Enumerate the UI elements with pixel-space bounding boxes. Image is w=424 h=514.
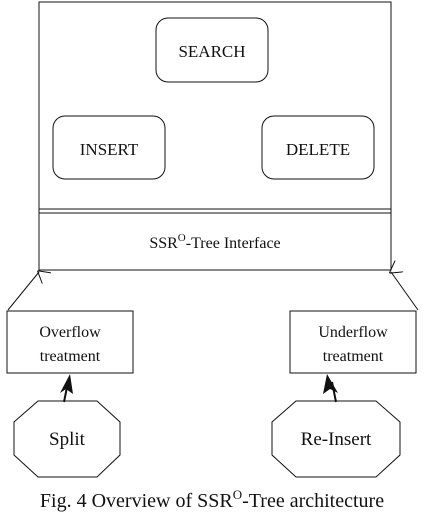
search-operation-label: SEARCH xyxy=(178,42,245,61)
interface-name: SSR xyxy=(149,235,178,252)
overflow-treatment-line2: treatment xyxy=(40,348,101,365)
underflow-to-interface-arrow xyxy=(391,272,419,311)
split-to-overflow-arrowhead xyxy=(60,374,73,394)
overflow-treatment-box xyxy=(6,310,134,374)
underflow-treatment-line2: treatment xyxy=(323,348,384,365)
underflow-treatment-line1: Underflow xyxy=(318,324,388,341)
split-label: Split xyxy=(49,429,86,450)
interface-label: SSRO-Tree Interface xyxy=(149,232,280,252)
insert-operation-box xyxy=(52,115,166,180)
overflow-to-interface-arrow xyxy=(7,272,39,311)
reinsert-label: Re-Insert xyxy=(301,429,372,450)
caption-suffix: -Tree architecture xyxy=(242,490,384,512)
search-operation-box xyxy=(155,17,269,83)
insert-operation-label: INSERT xyxy=(80,140,139,159)
figure-caption: Fig. 4 Overview of SSRO-Tree architectur… xyxy=(40,487,384,512)
operations-container xyxy=(38,1,392,271)
interface-suffix: -Tree Interface xyxy=(186,235,281,252)
reinsert-node xyxy=(271,400,401,478)
delete-operation-box xyxy=(261,115,375,180)
split-node xyxy=(13,400,121,478)
underflow-treatment-box xyxy=(289,310,417,374)
delete-operation-label: DELETE xyxy=(286,140,350,159)
caption-superscript: O xyxy=(233,487,242,502)
interface-superscript: O xyxy=(178,232,186,244)
overflow-treatment-line1: Overflow xyxy=(39,324,101,341)
caption-prefix: Fig. 4 Overview of SSR xyxy=(40,490,233,512)
reinsert-to-underflow-arrowhead xyxy=(323,374,338,394)
